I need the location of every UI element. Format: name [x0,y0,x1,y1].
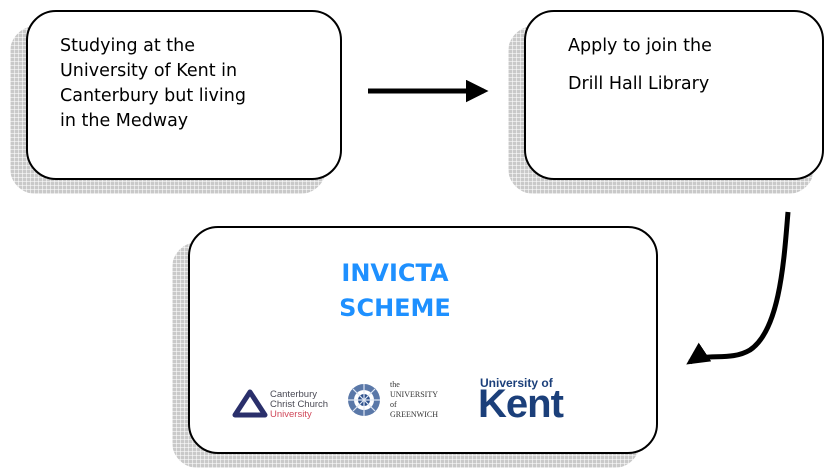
canterbury-line: Christ Church [270,399,329,410]
greenwich-line: GREENWICH [390,410,438,419]
canterbury-line: University [270,409,312,420]
canterbury-logo-icon [232,389,268,418]
box-apply [524,10,824,180]
arrow-curved [686,211,791,365]
title-line: SCHEME [339,294,451,322]
canterbury-line: Canterbury [270,389,317,400]
kent-logo-small-text: University of [480,376,553,390]
box-apply-line: Apply to join the [568,36,712,56]
box-studying-line: University of Kent in [60,61,238,81]
box-apply-text: Apply to join the Drill Hall Library [568,27,808,103]
greenwich-line: UNIVERSITY [390,390,438,399]
box-studying-line: Canterbury but living [60,86,246,106]
invicta-scheme-title: INVICTA SCHEME [255,256,535,326]
greenwich-crest-icon [348,384,380,416]
greenwich-line: of [390,400,397,409]
title-line: INVICTA [341,259,449,287]
greenwich-logo-text: the UNIVERSITY of GREENWICH [390,380,438,420]
kent-logo-big-text: Kent [478,382,564,426]
box-studying [26,10,342,180]
box-studying-text: Studying at the University of Kent in Ca… [60,34,320,134]
greenwich-line: the [390,380,400,389]
box-apply-line: Drill Hall Library [568,74,710,94]
canterbury-logo-text: Canterbury Christ Church University [270,390,328,420]
box-studying-line: in the Medway [60,111,189,131]
box-studying-line: Studying at the [60,36,196,56]
